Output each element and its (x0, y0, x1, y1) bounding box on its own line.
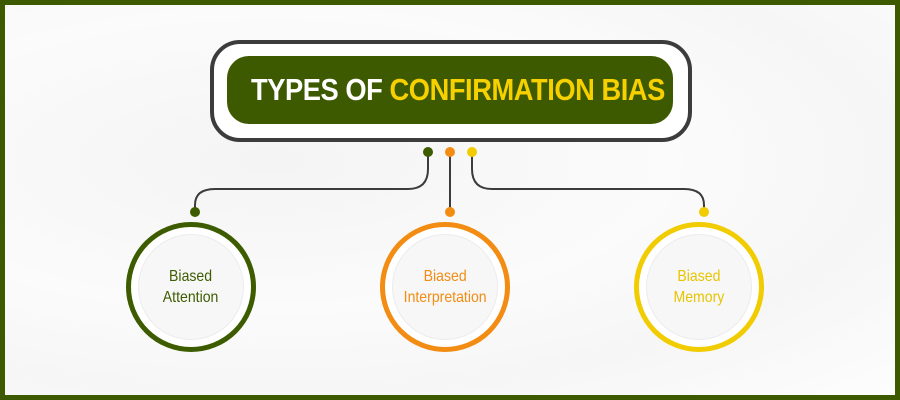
node-label-line1: Biased (423, 268, 467, 285)
node-label-line2: Interpretation (403, 289, 487, 306)
title-banner: TYPES OF CONFIRMATION BIAS (227, 56, 673, 124)
node-label-line2: Attention (163, 289, 219, 306)
page-title: TYPES OF CONFIRMATION BIAS (251, 72, 665, 108)
dot-top-orange (445, 147, 455, 157)
node-label: Biased Interpretation (393, 235, 497, 339)
node-label-line2: Memory (673, 289, 725, 306)
connector-left (194, 152, 429, 212)
dot-top-yellow (467, 147, 477, 157)
dot-bottom-yellow (699, 207, 709, 217)
node-label-line1: Biased (169, 268, 213, 285)
dot-bottom-green (190, 207, 200, 217)
connector-right (471, 152, 705, 212)
dot-top-green (423, 147, 433, 157)
title-part-white: TYPES OF (251, 72, 390, 107)
node-biased-memory: Biased Memory (634, 222, 764, 352)
node-biased-interpretation: Biased Interpretation (380, 222, 510, 352)
connector-lines (190, 147, 709, 217)
title-part-yellow: CONFIRMATION BIAS (389, 72, 666, 107)
node-label-line1: Biased (677, 268, 721, 285)
node-biased-attention: Biased Attention (126, 222, 256, 352)
node-label: Biased Memory (647, 235, 751, 339)
node-label: Biased Attention (139, 235, 243, 339)
dot-bottom-orange (445, 207, 455, 217)
